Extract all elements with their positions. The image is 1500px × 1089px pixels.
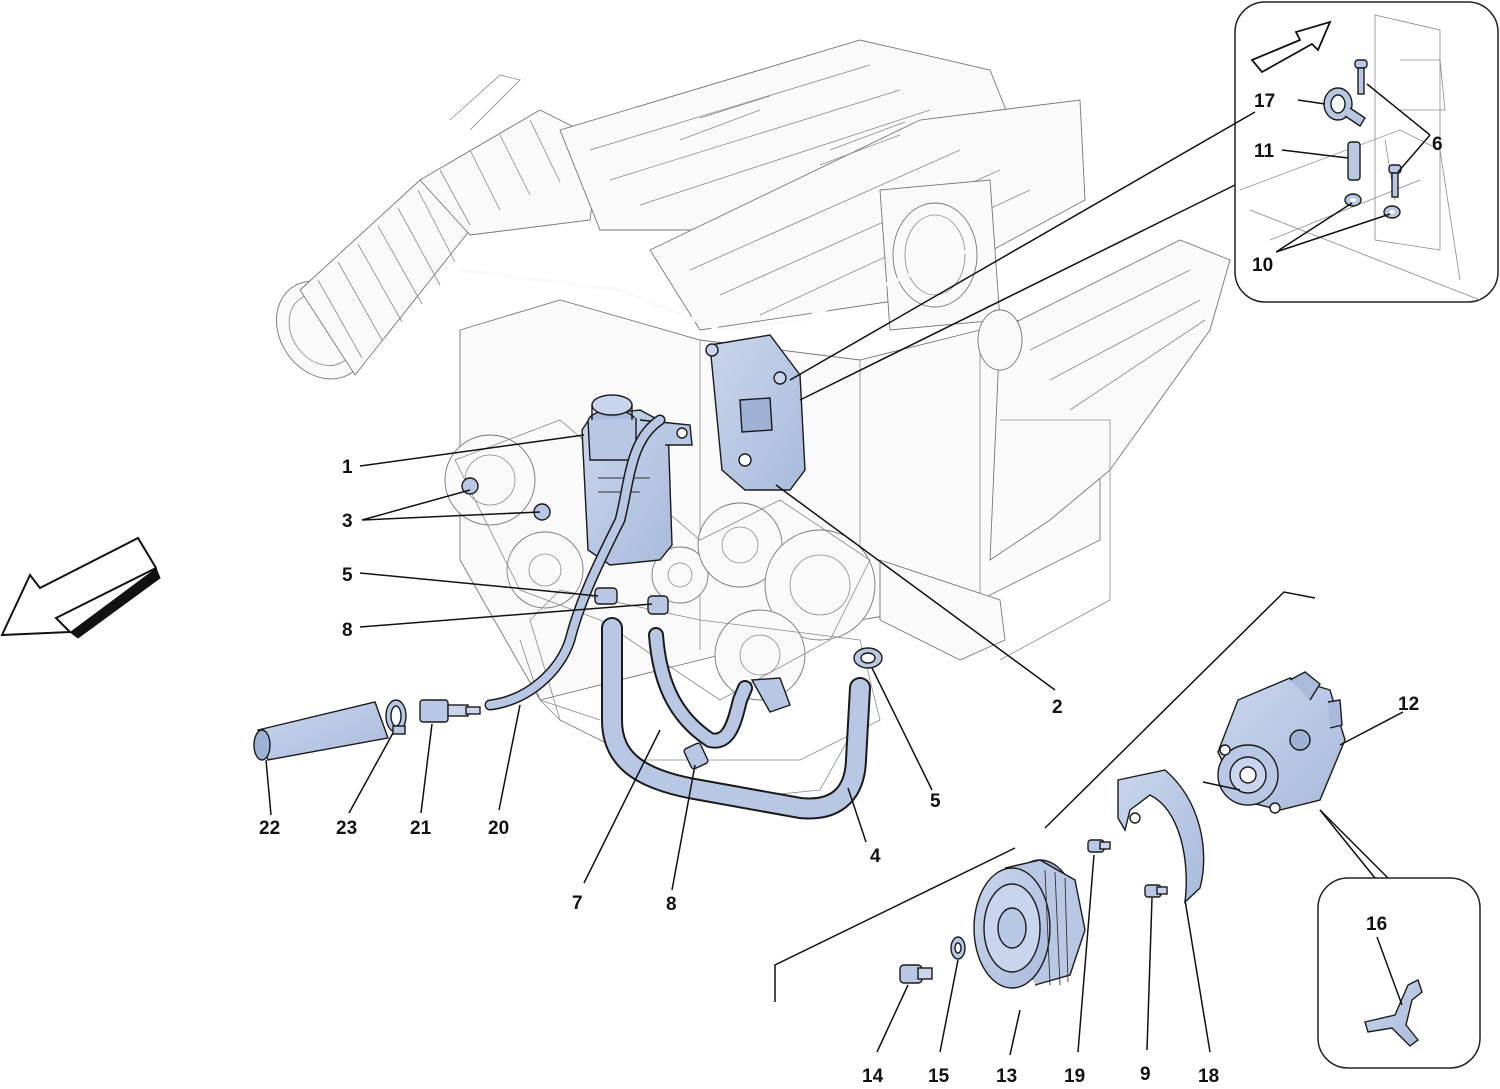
callout-20: 20: [488, 818, 509, 839]
callout-17: 17: [1254, 91, 1275, 112]
part-power-steering-pump[interactable]: [1217, 671, 1346, 814]
callout-21: 21: [410, 818, 432, 839]
part-screw-19[interactable]: [1087, 839, 1111, 853]
callout-18: 18: [1198, 1066, 1219, 1087]
inset-link-line-2: [799, 184, 1236, 401]
inset-link-line-1: [789, 111, 1256, 381]
part-hose-22[interactable]: [253, 701, 389, 761]
part-bolt-14[interactable]: [899, 964, 933, 984]
oil-filter: [977, 309, 1023, 371]
callout-5-upper: 5: [342, 565, 353, 586]
callout-4: 4: [870, 846, 881, 867]
part-pump-pulley[interactable]: [973, 859, 1086, 989]
part-suction-hose[interactable]: [648, 627, 791, 749]
part-bolt-6-upper[interactable]: [1354, 59, 1368, 95]
callout-labels: 1 2 3 4 5 5 6 7 8 8 9 10 11 12 13 14 15 …: [259, 91, 1443, 1087]
part-clamp-8-upper[interactable]: [647, 595, 669, 615]
callout-14: 14: [862, 1066, 884, 1087]
callout-8-upper: 8: [342, 620, 353, 641]
callout-9: 9: [1140, 1064, 1151, 1085]
direction-arrow-inset: [1250, 20, 1332, 74]
part-clamp-8-lower[interactable]: [683, 742, 709, 770]
exploded-frame-line-2: [774, 847, 1016, 1002]
part-clamp-5-upper[interactable]: [594, 587, 618, 605]
callout-3: 3: [342, 511, 353, 532]
part-clamp-23[interactable]: [385, 699, 407, 735]
exploded-frame-line: [1044, 591, 1316, 829]
callout-1: 1: [342, 457, 353, 478]
inset-detail-16: [1317, 809, 1481, 1069]
part-washer-10b[interactable]: [1383, 205, 1401, 219]
callout-11: 11: [1254, 141, 1275, 162]
callout-16: 16: [1366, 914, 1387, 935]
callout-15: 15: [928, 1066, 950, 1087]
part-pressure-hose[interactable]: [601, 617, 871, 820]
accessory-pulleys: [444, 419, 876, 701]
throttle-body: [879, 179, 1001, 331]
part-bolt-3a[interactable]: [461, 477, 479, 495]
part-bracket[interactable]: [705, 334, 806, 491]
part-pulley-shield[interactable]: [1117, 769, 1205, 904]
callout-5-lower: 5: [930, 791, 941, 812]
inset-mounting-detail: [1234, 1, 1499, 303]
callout-2: 2: [1052, 697, 1063, 718]
part-clamp-5-lower[interactable]: [853, 647, 883, 669]
part-washer-10a[interactable]: [1344, 193, 1362, 207]
callout-13: 13: [996, 1066, 1017, 1087]
callout-23: 23: [336, 818, 357, 839]
callout-12: 12: [1398, 694, 1419, 715]
callout-6: 6: [1432, 134, 1443, 155]
direction-arrow-forward: [0, 536, 158, 637]
callout-22: 22: [259, 818, 280, 839]
part-screw-9[interactable]: [1144, 884, 1168, 898]
part-washer-15[interactable]: [950, 936, 966, 960]
air-intake-duct: [276, 74, 601, 380]
callout-8-lower: 8: [666, 894, 677, 915]
part-spacer-11[interactable]: [1347, 141, 1361, 181]
leader-lines: [265, 83, 1431, 1056]
part-fitting-21[interactable]: [419, 699, 481, 723]
part-bracket-16[interactable]: [1364, 979, 1423, 1047]
callout-7: 7: [572, 893, 583, 914]
callout-19: 19: [1064, 1066, 1085, 1087]
callout-10: 10: [1252, 255, 1273, 276]
